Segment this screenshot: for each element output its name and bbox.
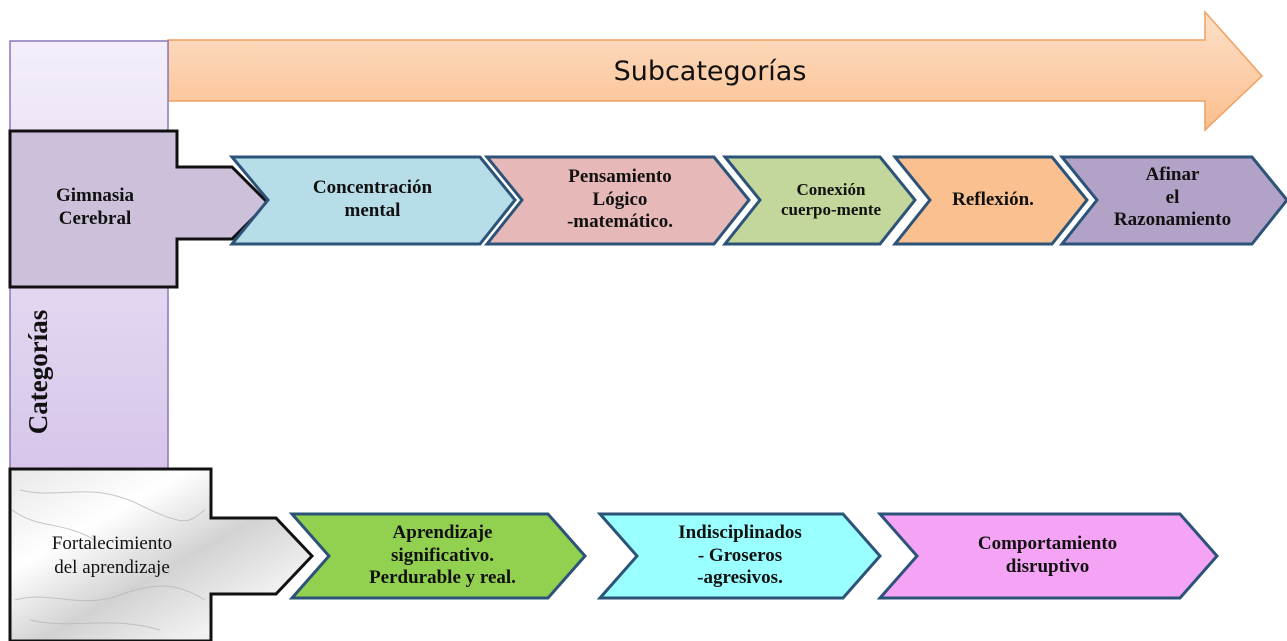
chevron-aprendizaje-significativo [288,512,587,600]
chevron-pensamiento-logico [483,155,751,246]
marble-texture [11,489,206,631]
chevron-indisciplinados [596,512,882,600]
chevron-afinar-razonamiento [1058,155,1287,246]
category-box-fortalecimiento [8,467,315,641]
subcategories-arrow [167,10,1264,132]
category-box-gimnasia-cerebral [8,129,271,289]
chevron-reflexion [891,155,1089,246]
chevron-comportamiento-disruptivo [876,512,1219,600]
chevron-concentracion-mental [228,155,517,246]
category-label-fortalecimiento: Fortalecimiento del aprendizaje [51,533,173,578]
chevron-conexion-cuerpo-mente [721,155,917,246]
